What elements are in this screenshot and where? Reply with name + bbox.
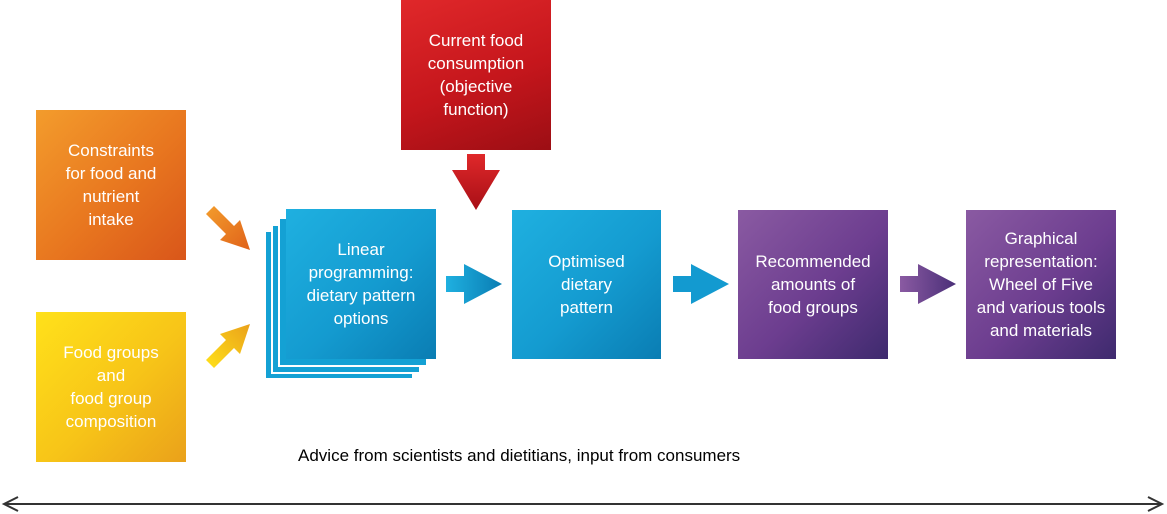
blue-arrow-2	[673, 264, 729, 304]
blue-arrow-1	[446, 264, 502, 304]
yellow-arrow	[206, 324, 250, 368]
constraints-box: Constraints for food and nutrient intake	[36, 110, 186, 260]
orange-arrow	[206, 206, 250, 250]
optimised-pattern-label: Optimised dietary pattern	[548, 252, 625, 317]
advice-caption: Advice from scientists and dietitians, i…	[298, 446, 741, 465]
current-consumption-box: Current food consumption (objective func…	[401, 0, 551, 150]
purple-arrow	[900, 264, 956, 304]
food-groups-label: Food groups and food group composition	[63, 343, 159, 431]
current-consumption-label: Current food consumption (objective func…	[427, 31, 525, 119]
graphical-representation-box: Graphical representation: Wheel of Five …	[966, 210, 1116, 359]
red-down-arrow	[452, 154, 500, 210]
graphical-representation-label: Graphical representation: Wheel of Five …	[976, 229, 1106, 340]
double-headed-arrow	[1, 496, 1165, 512]
linear-programming-label: Linear programming: dietary pattern opti…	[306, 240, 416, 328]
recommended-amounts-box: Recommended amounts of food groups	[738, 210, 888, 359]
constraints-label: Constraints for food and nutrient intake	[65, 141, 157, 229]
food-groups-box: Food groups and food group composition	[36, 312, 186, 462]
optimised-pattern-box: Optimised dietary pattern	[512, 210, 661, 359]
linear-programming-box: Linear programming: dietary pattern opti…	[286, 209, 436, 359]
recommended-amounts-label: Recommended amounts of food groups	[755, 252, 871, 317]
